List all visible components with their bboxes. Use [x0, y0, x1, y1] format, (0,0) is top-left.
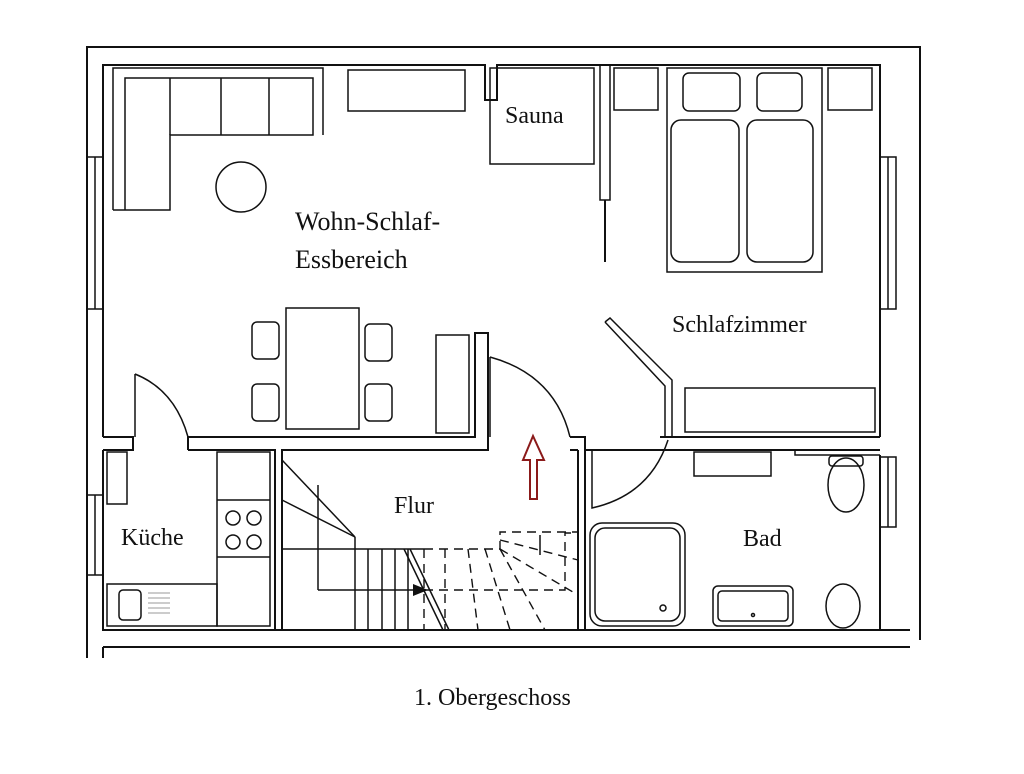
doors — [134, 356, 669, 509]
room-label-hallway: Flur — [394, 493, 434, 519]
staircase — [281, 459, 579, 631]
up-arrow-icon — [521, 433, 546, 500]
nightstand-left — [613, 67, 659, 111]
dining-set — [251, 307, 393, 430]
wardrobe — [684, 387, 876, 433]
sideboard — [347, 69, 466, 112]
sauna-cabin — [489, 67, 595, 165]
room-label-bathroom: Bad — [743, 526, 782, 552]
nightstand-right — [827, 67, 873, 111]
sofa — [112, 67, 324, 211]
kitchen-counter — [106, 451, 271, 627]
cabinet — [435, 334, 470, 434]
room-label-bedroom: Schlafzimmer — [672, 312, 807, 338]
floor-caption: 1. Obergeschoss — [414, 685, 571, 711]
room-label-living-1: Wohn-Schlaf- — [295, 207, 440, 236]
room-label-kitchen: Küche — [121, 525, 184, 551]
round-table — [215, 161, 267, 213]
bathroom-fixtures — [589, 450, 880, 629]
exterior-walls — [86, 46, 921, 658]
interior-walls — [103, 64, 880, 630]
room-label-living-2: Essbereich — [295, 245, 408, 274]
room-label-sauna: Sauna — [505, 103, 564, 129]
double-bed — [666, 67, 823, 273]
windows — [86, 156, 897, 576]
